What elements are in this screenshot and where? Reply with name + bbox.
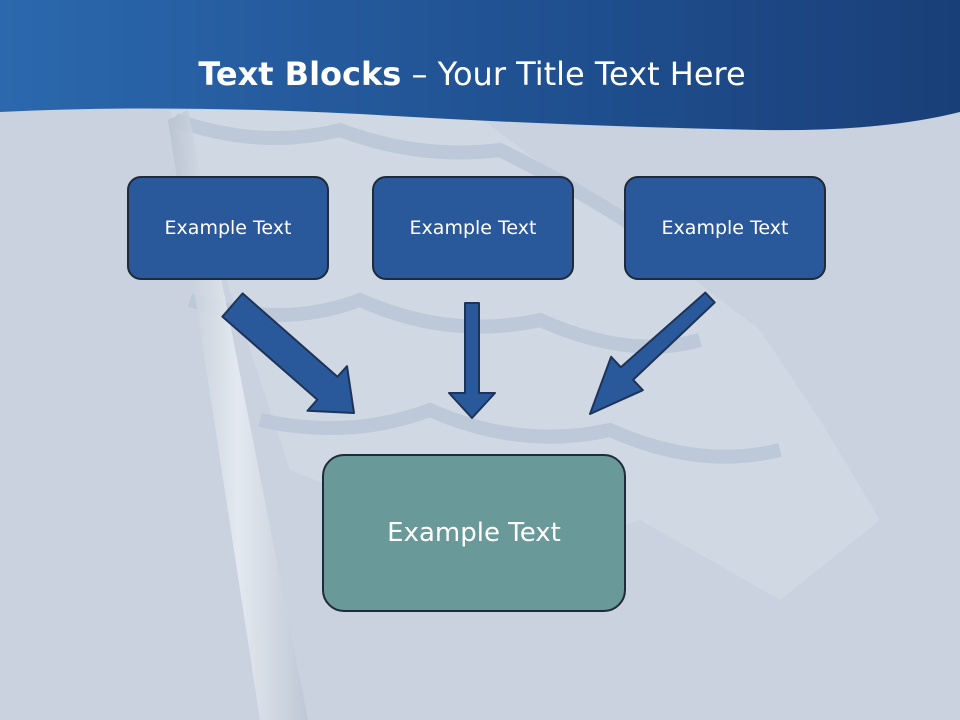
title-rest: – Your Title Text Here (401, 55, 746, 93)
text-block-2[interactable]: Example Text (372, 176, 574, 280)
title-bold: Text Blocks (198, 55, 402, 93)
arrow-right (589, 291, 716, 415)
header-band (0, 0, 960, 131)
result-block[interactable]: Example Text (322, 454, 626, 612)
arrow-center (448, 302, 496, 419)
text-block-1[interactable]: Example Text (127, 176, 329, 280)
slide-title: Text Blocks – Your Title Text Here (0, 52, 944, 96)
text-block-3[interactable]: Example Text (624, 176, 826, 280)
arrow-left (221, 292, 355, 414)
